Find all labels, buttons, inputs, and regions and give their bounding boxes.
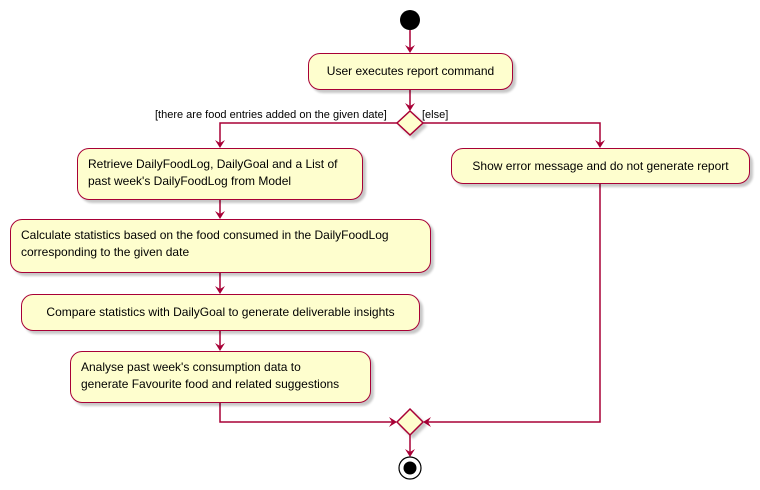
arrow-head <box>405 45 415 53</box>
activity-compare-statistics: Compare statistics with DailyGoal to gen… <box>21 294 420 331</box>
arrow-head <box>423 417 431 427</box>
arrow-head <box>405 103 415 111</box>
activity-retrieve-data: Retrieve DailyFoodLog, DailyGoal and a L… <box>77 148 363 200</box>
arrow-head <box>405 449 415 457</box>
arrow-head <box>595 140 605 148</box>
activity-show-error: Show error message and do not generate r… <box>451 148 750 184</box>
edge-decision-to-show-error <box>423 122 601 145</box>
decision-diamond <box>395 109 425 137</box>
arrow-head <box>389 417 397 427</box>
activity-calculate-statistics: Calculate statistics based on the food c… <box>10 219 431 273</box>
activity-analyse-consumption: Analyse past week's consumption data to … <box>70 351 371 403</box>
start-node <box>400 10 420 30</box>
arrow-head <box>215 211 225 219</box>
end-node-inner <box>403 461 417 475</box>
arrow-head <box>215 286 225 294</box>
edge-show-error-to-merge <box>426 184 601 423</box>
arrow-head <box>215 343 225 351</box>
guard-else: [else] <box>422 109 449 121</box>
edge-decision-to-retrieve <box>219 122 397 145</box>
guard-has-entries: [there are food entries added on the giv… <box>155 109 387 121</box>
edge-analyse-to-merge <box>219 403 394 423</box>
activity-user-executes-report: User executes report command <box>308 53 513 90</box>
end-node-outer <box>398 456 422 480</box>
merge-diamond <box>395 407 425 437</box>
arrow-head <box>215 140 225 148</box>
